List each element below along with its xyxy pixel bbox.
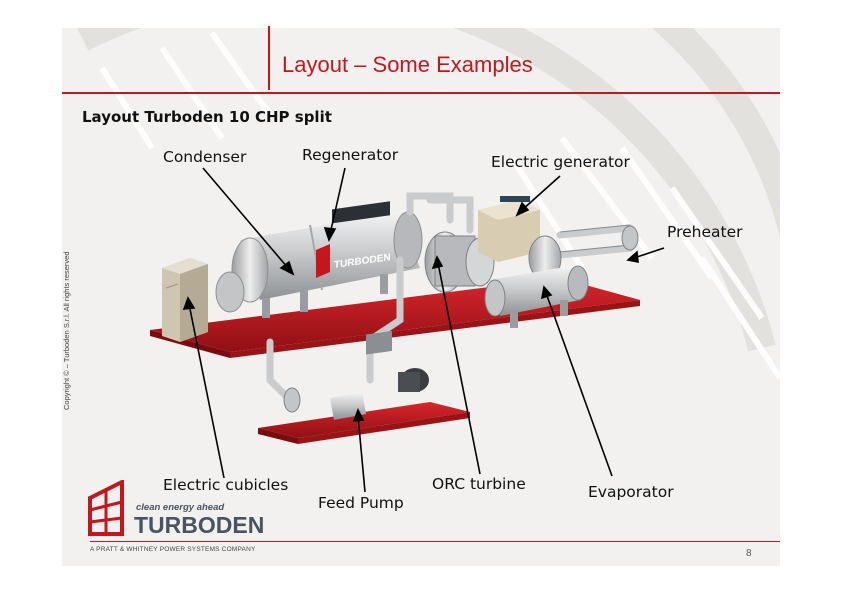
label-regenerator: Regenerator	[302, 146, 399, 164]
label-condenser: Condenser	[163, 148, 247, 166]
title-divider-horizontal	[62, 92, 780, 94]
label-evaporator: Evaporator	[588, 483, 674, 501]
callout-arrows	[182, 167, 665, 493]
label-feed-pump: Feed Pump	[318, 494, 404, 512]
company-line: A PRATT & WHITNEY POWER SYSTEMS COMPANY	[90, 546, 256, 553]
footer-divider	[90, 541, 780, 542]
label-electric-generator: Electric generator	[491, 153, 630, 171]
electric-cubicle-unit	[162, 258, 208, 342]
copyright-notice: Copyright © – Turboden S.r.l. All rights…	[62, 251, 71, 410]
page-number: 8	[746, 548, 752, 559]
piping	[266, 192, 634, 404]
logo-tagline: clean energy ahead	[136, 502, 225, 513]
page-subtitle: Layout Turboden 10 CHP split	[82, 108, 332, 126]
pump-skid	[258, 402, 470, 444]
piping-outline	[559, 224, 631, 253]
background-arcs	[77, 28, 780, 380]
label-electric-cubicles: Electric cubicles	[163, 476, 289, 494]
feed-pump-unit	[283, 330, 429, 420]
label-orc-turbine: ORC turbine	[432, 475, 526, 493]
condenser-regenerator-tank: TURBODEN	[215, 201, 423, 318]
preheater-evaporator-unit	[484, 225, 639, 328]
turboden-logo-icon	[88, 480, 124, 536]
label-preheater: Preheater	[667, 223, 743, 241]
logo-name: TURBODEN	[134, 512, 265, 538]
page-title: Layout – Some Examples	[282, 52, 533, 77]
title-divider-vertical	[268, 26, 270, 90]
